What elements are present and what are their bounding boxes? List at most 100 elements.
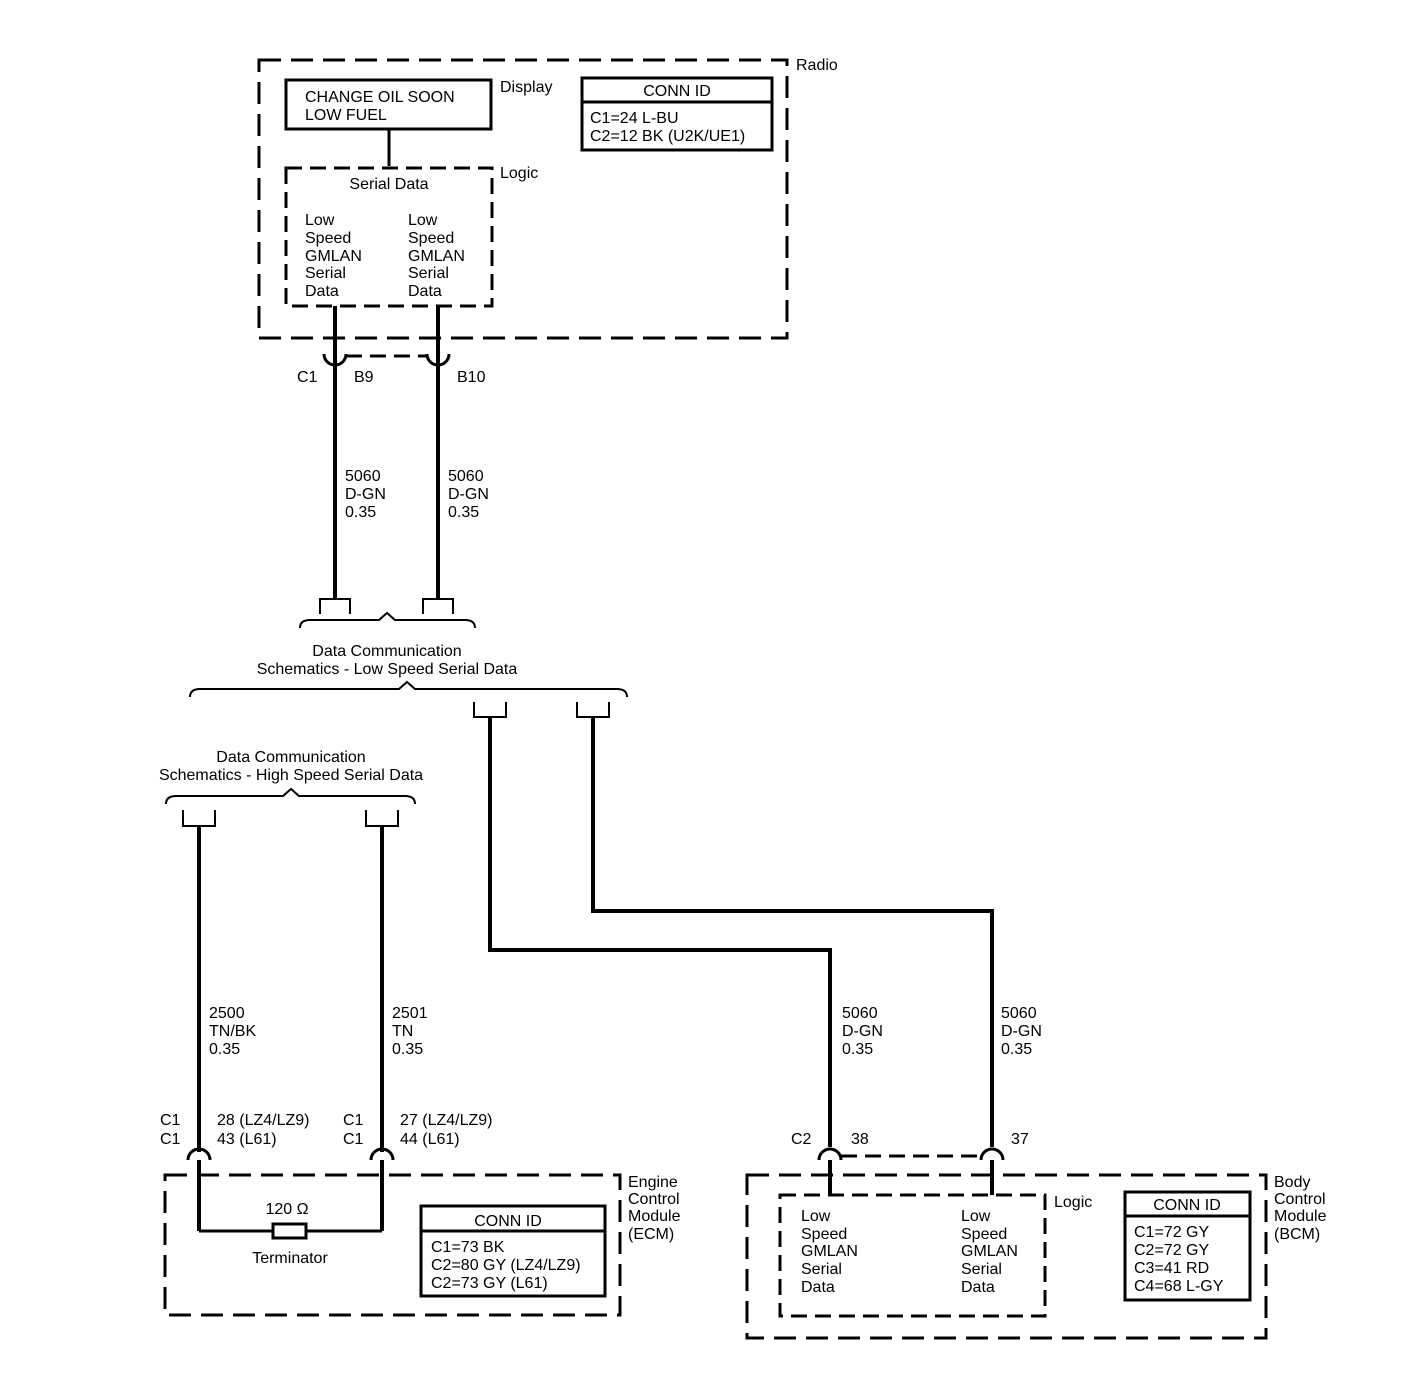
radio-conn-id-title: CONN ID: [643, 83, 711, 100]
radio-pin-b10: B10: [457, 369, 486, 386]
wire-ecm-left-color: TN/BK: [209, 1023, 256, 1040]
ecm-title-line-4: (ECM): [628, 1226, 674, 1243]
bcm-port-left-2: Speed: [801, 1226, 847, 1243]
low-speed-ref-line-1: Data Communication: [312, 643, 461, 660]
ref-terminal-icon: [365, 810, 399, 827]
ecm-left-pin-2: 43 (L61): [217, 1131, 277, 1148]
bcm-port-right-2: Speed: [961, 1226, 1007, 1243]
wire-bcm-right: [591, 717, 994, 1147]
radio-port-left-3: GMLAN: [305, 248, 362, 265]
bcm-pin-37: 37: [1011, 1131, 1029, 1148]
bcm-conn-id-line-2: C2=72 GY: [1134, 1242, 1209, 1259]
ecm-conn-id-title: CONN ID: [474, 1213, 542, 1230]
radio-connector: C1: [297, 369, 318, 386]
radio-pin-b9: B9: [354, 369, 374, 386]
radio-port-right-3: GMLAN: [408, 248, 465, 265]
bcm-conn-id-title: CONN ID: [1153, 1197, 1221, 1214]
bcm-title-line-3: Module: [1274, 1208, 1327, 1225]
ref-terminal-icon: [319, 598, 351, 614]
ecm-right-conn-1: C1: [343, 1112, 364, 1129]
bcm-title-line-2: Control: [1274, 1191, 1326, 1208]
radio-port-left-4: Serial: [305, 265, 346, 282]
ecm-conn-id-line-1: C1=73 BK: [431, 1239, 505, 1256]
radio-port-left-1: Low: [305, 212, 335, 229]
bcm-conn-id-line-3: C3=41 RD: [1134, 1260, 1209, 1277]
ecm-module: Engine Control Module (ECM) 120 Ω Termin…: [163, 1160, 681, 1317]
ref-terminal-icon: [576, 702, 610, 718]
ecm-left-pin-1: 28 (LZ4/LZ9): [217, 1112, 309, 1129]
radio-serial-data: Serial Data: [349, 176, 428, 193]
radio-boundary: [257, 58, 789, 340]
low-speed-reference: Data Communication Schematics - Low Spee…: [189, 598, 628, 718]
wire-radio-left-circuit: 5060: [345, 468, 381, 485]
ecm-left-conn-1: C1: [160, 1112, 181, 1129]
low-speed-ref-line-2: Schematics - Low Speed Serial Data: [257, 661, 518, 678]
radio-conn-id: CONN ID C1=24 L-BU C2=12 BK (U2K/UE1): [580, 76, 774, 152]
bcm-pin-37-connector-icon: [979, 1147, 1005, 1161]
wire-radio-right-circuit: 5060: [448, 468, 484, 485]
radio-port-left-2: Speed: [305, 230, 351, 247]
high-speed-reference: Data Communication Schematics - High Spe…: [159, 749, 423, 827]
radio-logic-box: [284, 166, 494, 308]
wire-radio-right-color: D-GN: [448, 486, 489, 503]
bcm-connector: C2: [791, 1131, 812, 1148]
wire-ecm-right-gauge: 0.35: [392, 1041, 423, 1058]
ecm-title-line-1: Engine: [628, 1174, 678, 1191]
ecm-left-conn-2: C1: [160, 1131, 181, 1148]
wire-radio-left-color: D-GN: [345, 486, 386, 503]
bcm-conn-id-line-1: C1=72 GY: [1134, 1224, 1209, 1241]
bcm-port-left-3: GMLAN: [801, 1243, 858, 1260]
bcm-port-left-1: Low: [801, 1208, 831, 1225]
radio-display-label: Display: [500, 79, 552, 96]
ecm-resistor-value: 120 Ω: [265, 1201, 308, 1218]
wire-radio-right-gauge: 0.35: [448, 504, 479, 521]
radio-display-line-2: LOW FUEL: [305, 107, 387, 124]
bcm-module: Body Control Module (BCM) Logic Low Spee…: [745, 1173, 1327, 1340]
wire-bcm-right-color: D-GN: [1001, 1023, 1042, 1040]
resistor-icon: [271, 1222, 308, 1240]
ecm-pin-left-connector-icon: [186, 1147, 212, 1161]
bcm-port-right-1: Low: [961, 1208, 991, 1225]
high-speed-brace: [165, 787, 416, 805]
wire-ecm-right-color: TN: [392, 1023, 413, 1040]
wire-bcm-left: [488, 717, 832, 1147]
radio-display-line-1: CHANGE OIL SOON: [305, 89, 455, 106]
ecm-conn-id-line-3: C2=73 GY (L61): [431, 1275, 548, 1292]
ecm-conn-id-line-2: C2=80 GY (LZ4/LZ9): [431, 1257, 581, 1274]
ecm-terminator-label: Terminator: [252, 1250, 328, 1267]
wire-bcm-right-gauge: 0.35: [1001, 1041, 1032, 1058]
bcm-conn-id-line-4: C4=68 L-GY: [1134, 1278, 1224, 1295]
ecm-conn-id: CONN ID C1=73 BK C2=80 GY (LZ4/LZ9) C2=7…: [419, 1204, 607, 1298]
bcm-port-right-4: Serial: [961, 1261, 1002, 1278]
ecm-title-line-2: Control: [628, 1191, 680, 1208]
bcm-port-left-5: Data: [801, 1279, 835, 1296]
radio-title: Radio: [796, 57, 838, 74]
ref-terminal-icon: [182, 810, 216, 827]
radio-port-right-1: Low: [408, 212, 438, 229]
radio-conn-id-line-1: C1=24 L-BU: [590, 110, 679, 127]
wire-bcm-left-circuit: 5060: [842, 1005, 878, 1022]
bcm-logic-box: [778, 1193, 1047, 1318]
low-speed-top-brace: [299, 611, 476, 629]
wire-bcm-left-gauge: 0.35: [842, 1041, 873, 1058]
ecm-right-conn-2: C1: [343, 1131, 364, 1148]
bcm-boundary: [745, 1173, 1268, 1340]
radio-port-right-4: Serial: [408, 265, 449, 282]
ref-terminal-icon: [422, 598, 454, 614]
bcm-title-line-1: Body: [1274, 1174, 1310, 1191]
radio-port-left-5: Data: [305, 283, 339, 300]
bcm-port-right-5: Data: [961, 1279, 995, 1296]
wire-bcm-right-circuit: 5060: [1001, 1005, 1037, 1022]
bcm-conn-id: CONN ID C1=72 GY C2=72 GY C3=41 RD C4=68…: [1123, 1190, 1252, 1302]
bcm-pin-38-connector-icon: [817, 1147, 843, 1161]
bcm-port-right-3: GMLAN: [961, 1243, 1018, 1260]
high-speed-ref-line-2: Schematics - High Speed Serial Data: [159, 767, 423, 784]
low-speed-bottom-brace: [189, 680, 628, 698]
bcm-title-line-4: (BCM): [1274, 1226, 1320, 1243]
wire-ecm-left-gauge: 0.35: [209, 1041, 240, 1058]
ecm-boundary: [163, 1173, 622, 1317]
wire-ecm-right-circuit: 2501: [392, 1005, 428, 1022]
ecm-pin-right-connector-icon: [369, 1147, 395, 1161]
wire-bcm-left-color: D-GN: [842, 1023, 883, 1040]
